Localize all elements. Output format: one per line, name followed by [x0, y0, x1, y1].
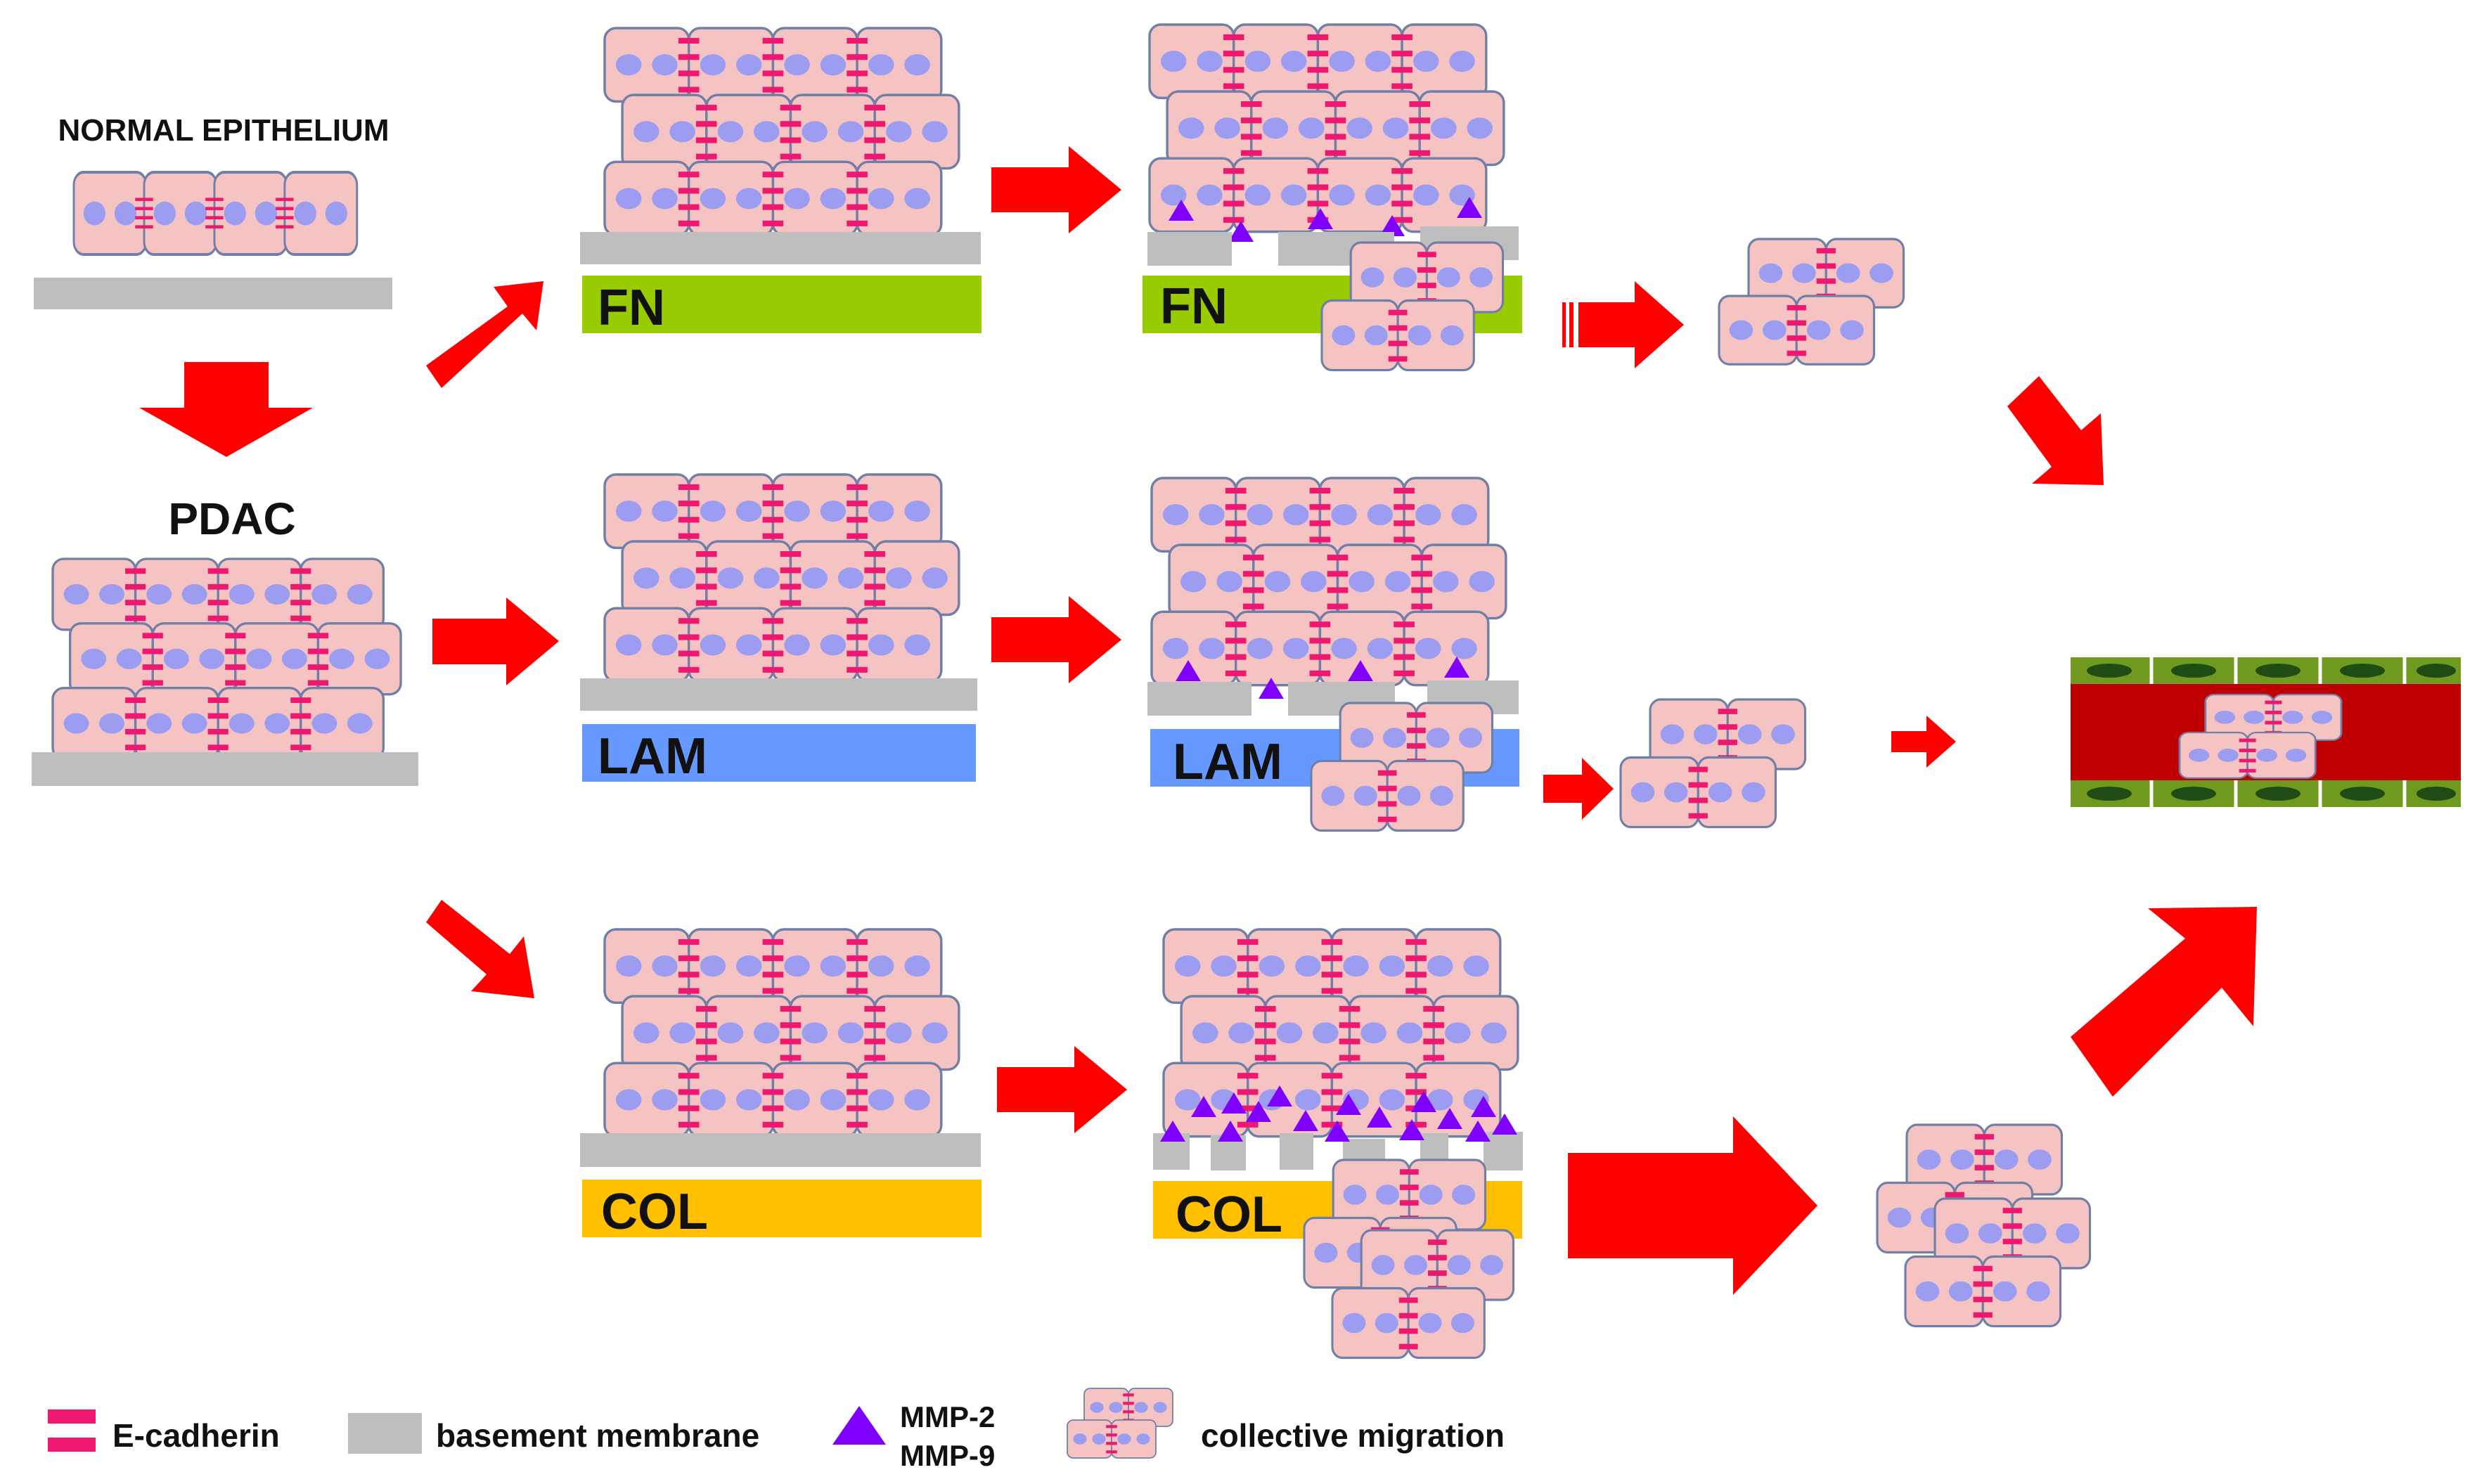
arrow-col-to-vessel: [2071, 907, 2257, 1097]
fn-stage1-label: FN: [598, 280, 665, 336]
arrow-col-stage1-to-stage2: [997, 1046, 1127, 1133]
lam-stage2-cell-mass: [1152, 478, 1506, 685]
col-migrating-clusters: [1877, 1125, 2090, 1327]
arrow-fn-stage1-to-stage2: [991, 146, 1121, 233]
col-stage1-label: COL: [601, 1184, 708, 1240]
blood-vessel: [2071, 657, 2461, 807]
col-stage1-basement-membrane: [580, 1133, 981, 1167]
col-stage1-cell-mass: [605, 929, 959, 1137]
legend-collective-migration-icon: [1067, 1388, 1173, 1458]
lam-stage1-matrix-bar: [582, 724, 976, 782]
pdac-cell-mass: [53, 559, 401, 759]
normal-epithelium-label: NORMAL EPITHELIUM: [58, 113, 390, 148]
fn-migrating-cluster: [1719, 239, 1904, 364]
legend-ecadherin-label: E-cadherin: [112, 1417, 280, 1454]
legend-mmp2-label: MMP-2: [900, 1400, 995, 1433]
fn-stage1-basement-membrane: [580, 232, 981, 264]
arrow-pdac-to-col: [426, 900, 534, 998]
arrow-lam-stage1-to-stage2: [991, 596, 1121, 683]
legend-mmp-icon: [832, 1406, 886, 1445]
arrow-pdac-to-fn: [426, 281, 543, 388]
lam-stage2-invading-cluster: [1311, 703, 1493, 831]
legend-basement-membrane-label: basement membrane: [436, 1417, 759, 1454]
lam-migrating-cluster: [1621, 699, 1806, 827]
col-stage2-label: COL: [1176, 1187, 1282, 1243]
col-stage2-cell-mass: [1164, 929, 1518, 1137]
lam-stage1-basement-membrane: [580, 678, 977, 711]
normal-basement-membrane: [34, 278, 392, 309]
fn-stage2-cell-mass: [1150, 25, 1504, 232]
legend-basement-membrane-icon: [348, 1413, 422, 1454]
fn-stage2-label: FN: [1160, 278, 1228, 335]
pdac-label: PDAC: [168, 493, 295, 544]
arrow-lam-stage2-to-cluster: [1543, 758, 1614, 820]
arrow-fn-to-vessel: [2007, 376, 2104, 485]
lam-stage1-cell-mass: [605, 475, 959, 682]
fn-stage1-cell-mass: [605, 28, 959, 235]
legend-mmp9-label: MMP-9: [900, 1439, 995, 1472]
arrow-fn-stage2-to-cluster: [1578, 281, 1684, 368]
arrow-lam-to-vessel: [1891, 716, 1956, 768]
col-stage1-matrix-bar: [582, 1180, 982, 1237]
legend: E-cadherin basement membrane MMP-2 MMP-9…: [48, 1388, 1505, 1472]
normal-epithelium-cells: [72, 171, 359, 256]
lam-stage1-label: LAM: [598, 728, 707, 785]
fn-stage1-matrix-bar: [582, 276, 982, 333]
col-stage2-invading-cells: [1304, 1160, 1514, 1358]
arrow-col-stage2-to-cluster: [1568, 1116, 1817, 1295]
lam-stage2-label: LAM: [1173, 734, 1282, 790]
legend-collective-migration-label: collective migration: [1201, 1417, 1505, 1454]
pdac-basement-membrane: [32, 752, 418, 786]
arrow-fn-stage2-stripes: [1562, 302, 1574, 347]
arrow-normal-to-pdac: [139, 362, 313, 457]
arrow-pdac-to-lam: [432, 598, 559, 685]
legend-ecadherin-icon: [48, 1409, 96, 1452]
